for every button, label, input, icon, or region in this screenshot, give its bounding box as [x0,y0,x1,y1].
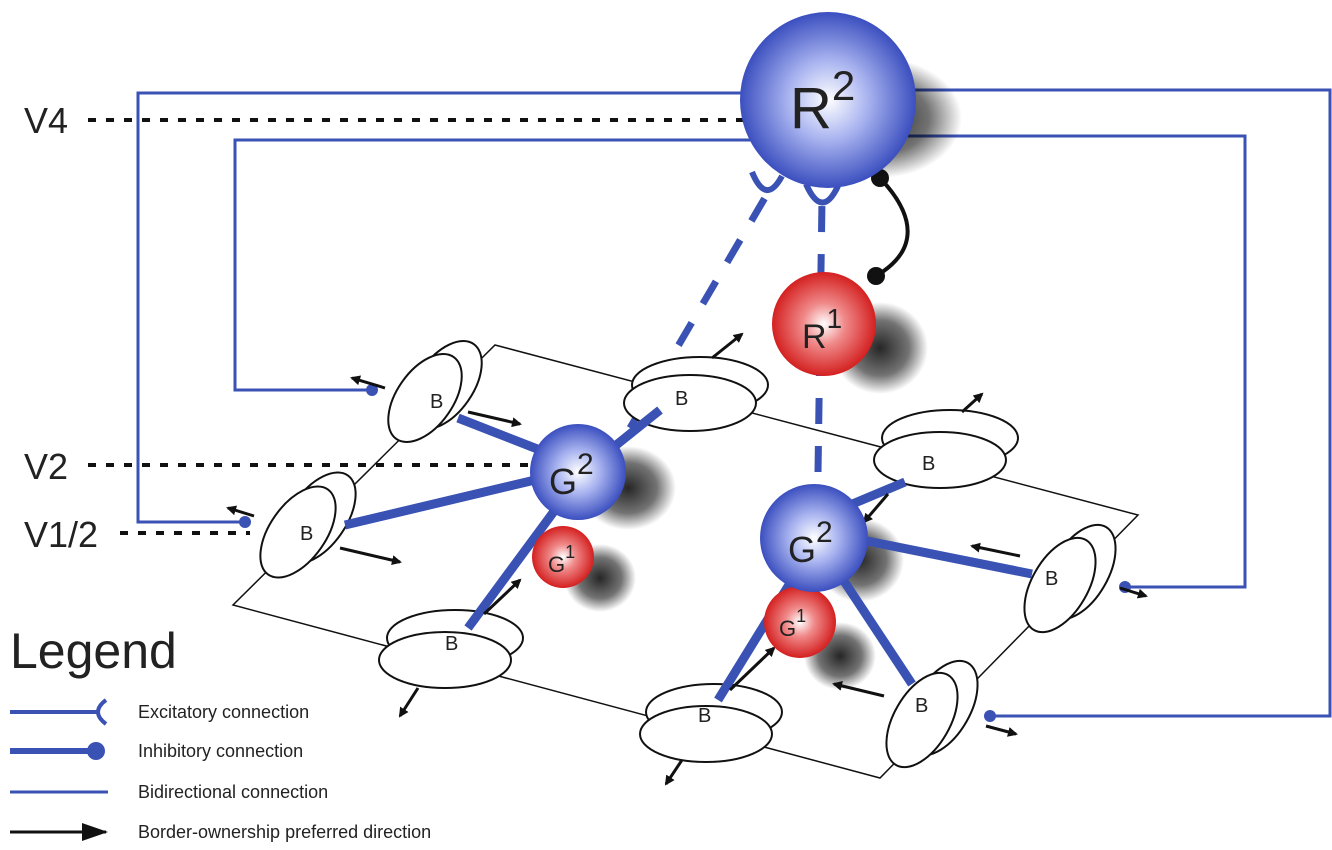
feedback-line-inner-right [900,134,1247,589]
node-r2: R2 [740,12,916,188]
border-cell: B [832,659,1018,769]
inhibitory-r2-r1 [867,169,910,285]
svg-text:B: B [1045,568,1058,590]
legend-title: Legend [10,623,177,679]
border-cell: B [873,392,1019,489]
feedback-end-dot [366,384,378,396]
svg-text:R2: R2 [790,62,855,141]
border-cell: B [970,523,1148,634]
feedback-end-dot [984,710,996,722]
svg-text:R1: R1 [802,303,842,356]
svg-text:Excitatory connection: Excitatory connection [138,702,309,722]
svg-text:Border-ownership preferred dir: Border-ownership preferred direction [138,822,431,842]
node-g1-left: G1 [532,526,594,588]
svg-text:G1: G1 [548,542,575,577]
excitatory-terminal-cup [749,170,785,193]
legend-item-bidirectional: Bidirectional connection [10,782,328,802]
svg-text:B: B [698,705,711,727]
inhibitory-dot [867,267,885,285]
node-r1: R1 [772,272,876,376]
border-cell: B [378,609,524,718]
svg-text:B: B [915,695,928,717]
svg-text:Inhibitory connection: Inhibitory connection [138,741,303,761]
border-cells: B B B B B [226,332,1148,786]
svg-text:B: B [445,633,458,655]
feedback-line-outer-right [908,88,1332,718]
feedback-line-inner-left [233,138,760,392]
feedback-connections [136,88,1332,722]
svg-text:G1: G1 [779,606,806,641]
legend-item-border-ownership: Border-ownership preferred direction [10,822,431,842]
node-g1-right: G1 [764,586,836,658]
layer-label-v2: V2 [24,446,68,487]
svg-text:G2: G2 [549,448,594,502]
layer-levels: V4 V2 V1/2 [24,100,760,555]
svg-text:B: B [675,388,688,410]
node-g2-right: G2 [760,484,868,592]
border-cell: B [639,683,783,786]
layer-label-v12: V1/2 [24,514,98,555]
excitatory-terminal-cup [803,182,841,206]
feedback-line-outer-left [136,91,748,524]
legend-item-excitatory: Excitatory connection [10,698,309,726]
border-cell: B [226,471,402,579]
border-cell: B [623,332,769,432]
legend: Legend Excitatory connection Inhibitory … [10,623,431,842]
svg-text:B: B [300,523,313,545]
excitatory-connections [626,170,841,473]
node-g2-left: G2 [530,424,626,520]
layer-label-v4: V4 [24,100,68,141]
feedback-end-dot [239,516,251,528]
svg-text:G2: G2 [788,516,833,570]
legend-item-inhibitory: Inhibitory connection [10,741,303,761]
svg-text:B: B [922,453,935,475]
svg-text:Bidirectional connection: Bidirectional connection [138,782,328,802]
border-cell: B [350,340,522,443]
svg-text:B: B [430,391,443,413]
